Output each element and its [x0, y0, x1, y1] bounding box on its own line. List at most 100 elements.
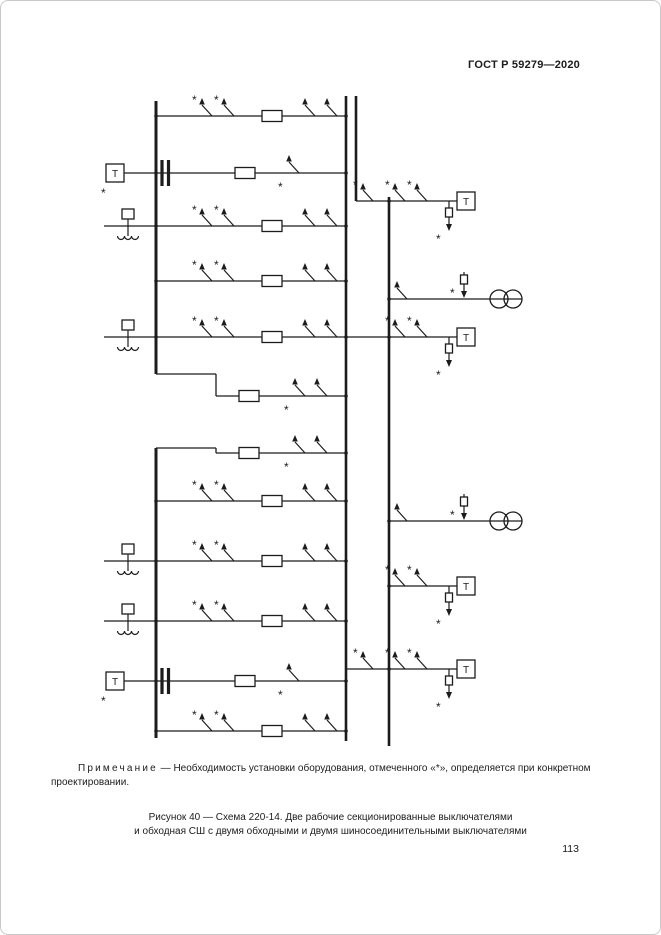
circuit-breaker-symbol	[238, 446, 260, 460]
voltage-transformer-symbol: Т	[456, 327, 476, 347]
diagram-text: *	[284, 460, 289, 474]
diagram-text: *	[214, 314, 219, 328]
disconnector-symbol	[292, 378, 306, 397]
circuit-breaker-symbol	[261, 274, 283, 288]
figure-caption-line2: и обходная СШ с двумя обходными и двумя …	[134, 825, 527, 837]
disconnector-symbol: *	[353, 646, 374, 670]
disconnector-symbol: *	[214, 538, 235, 562]
disconnector-symbol: *	[385, 563, 406, 587]
feeder-bay: **	[154, 598, 348, 628]
disconnector-symbol	[302, 483, 316, 502]
disconnector-symbol: *	[214, 93, 235, 117]
circuit-breaker-symbol	[238, 389, 260, 403]
figure-caption-line1: Рисунок 40 — Схема 220-14. Две рабочие с…	[148, 812, 513, 823]
transformer-symbol	[489, 289, 523, 309]
disconnector-symbol: *	[407, 178, 428, 202]
grounding-reactor-symbol	[116, 208, 140, 241]
grounding-tap	[104, 543, 156, 576]
disconnector-symbol: *	[407, 314, 428, 338]
surge-arrester-symbol: *	[436, 590, 454, 631]
disconnector-symbol	[302, 263, 316, 282]
note: Примечание — Необходимость установки обо…	[51, 762, 603, 789]
diagram-text: *	[214, 203, 219, 217]
bypass-vt-branch: **Т*	[385, 563, 476, 631]
diagram-text: *	[436, 232, 441, 246]
voltage-transformer-symbol: Т	[105, 671, 125, 691]
surge-arrester-symbol: *	[436, 205, 454, 246]
bypass-vt-branch: ***Т*	[353, 178, 476, 246]
diagram-text: Т	[463, 197, 469, 208]
disconnector-symbol	[292, 435, 306, 454]
disconnector-symbol: *	[407, 646, 428, 670]
diagram-text: Т	[463, 582, 469, 593]
disconnector-symbol	[324, 483, 338, 502]
circuit-breaker-symbol	[261, 219, 283, 233]
circuit-breaker-symbol	[261, 724, 283, 738]
disconnector-symbol: *	[353, 178, 374, 202]
voltage-transformer-symbol: Т	[456, 659, 476, 679]
diagram-text: *	[407, 646, 412, 660]
disconnector-symbol: *	[385, 178, 406, 202]
surge-arrester-symbol: *	[450, 494, 469, 522]
disconnector-symbol: *	[192, 708, 213, 732]
diagram-text: *	[214, 538, 219, 552]
transformer-bay: *	[387, 272, 523, 309]
grounding-tap	[104, 319, 156, 352]
transformer-bay: *	[387, 494, 523, 531]
diagram-text: *	[450, 508, 455, 522]
bus-vt-bay: Т**	[101, 663, 348, 708]
disconnector-symbol	[302, 208, 316, 227]
disconnector-symbol	[324, 263, 338, 282]
disconnector-symbol: *	[214, 478, 235, 502]
disconnector-symbol: *	[214, 203, 235, 227]
disconnector-symbol	[394, 503, 408, 522]
feeder-bay: **	[154, 203, 348, 233]
circuit-breaker-symbol	[261, 554, 283, 568]
diagram-text: *	[450, 286, 455, 300]
diagram-text: *	[407, 178, 412, 192]
bus-vt-bay: Т * *	[101, 155, 348, 200]
disconnector-symbol	[314, 435, 328, 454]
surge-arrester-symbol: *	[450, 272, 469, 300]
section-tie-bay: *	[156, 373, 348, 417]
bypass-vt-branch: **Т*	[346, 314, 476, 382]
diagram-text: *	[278, 180, 283, 194]
diagram-text: *	[101, 694, 106, 708]
diagram-text: *	[214, 93, 219, 107]
disconnector-symbol	[286, 155, 300, 174]
disconnector-symbol: *	[407, 563, 428, 587]
transformer-symbol	[489, 511, 523, 531]
diagram-text: *	[192, 203, 197, 217]
feeder-bay: **	[154, 708, 348, 738]
diagram-text: *	[101, 186, 106, 200]
disconnector-symbol: *	[192, 538, 213, 562]
disconnector-symbol	[324, 713, 338, 732]
disconnector-symbol: *	[192, 598, 213, 622]
page-number: 113	[562, 843, 579, 855]
diagram-text: *	[214, 598, 219, 612]
disconnector-symbol: *	[385, 314, 406, 338]
diagram-text: *	[436, 368, 441, 382]
grounding-reactor-symbol	[116, 543, 140, 576]
circuit-breaker-symbol	[261, 109, 283, 123]
feeder-bay: **	[154, 478, 348, 508]
disconnector-symbol	[286, 663, 300, 682]
disconnector-symbol	[324, 208, 338, 227]
diagram-text: *	[192, 258, 197, 272]
diagram-text: *	[192, 478, 197, 492]
disconnector-symbol	[302, 319, 316, 338]
diagram-text: *	[214, 478, 219, 492]
feeder-bay: **	[154, 314, 348, 344]
disconnector-symbol: *	[385, 646, 406, 670]
section-tie-bay: *	[156, 435, 348, 474]
diagram-text: Т	[112, 169, 118, 180]
feeder-bay: **	[154, 538, 348, 568]
diagram-text: *	[436, 617, 441, 631]
surge-arrester-symbol: *	[436, 673, 454, 714]
diagram-text: *	[192, 314, 197, 328]
disconnector-symbol	[324, 98, 338, 117]
diagram-text: Т	[112, 677, 118, 688]
note-text: — Необходимость установки оборудования, …	[51, 763, 591, 788]
disconnector-symbol	[302, 543, 316, 562]
